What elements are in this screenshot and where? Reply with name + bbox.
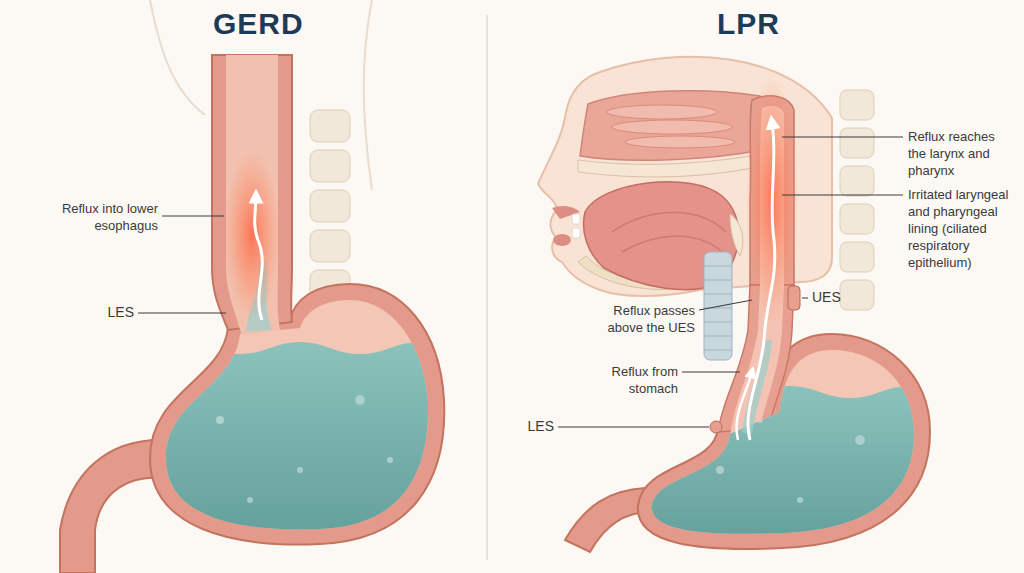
leader-line — [699, 300, 752, 310]
spine — [310, 110, 350, 302]
tooth — [572, 228, 580, 238]
leader-line — [162, 216, 224, 217]
leader-line — [682, 372, 740, 373]
bubble — [716, 466, 724, 474]
turbinate — [607, 105, 717, 119]
callout-label: LES — [104, 304, 134, 321]
tongue-line — [612, 213, 726, 233]
leader-line — [782, 195, 903, 196]
vertebra — [310, 230, 350, 262]
panel-title: GERD — [213, 6, 304, 42]
vertebra — [310, 150, 350, 182]
nasal-cavity — [580, 91, 762, 161]
reflux-arrow — [737, 372, 752, 440]
leader-line — [802, 298, 808, 299]
callout-label: Reflux passes above the UES — [585, 302, 695, 336]
callout-label: Reflux reaches the larynx and pharynx — [908, 128, 1016, 179]
trachea-ring — [704, 350, 732, 351]
bubble — [757, 417, 763, 423]
vertebra — [840, 242, 874, 272]
vertebra — [840, 204, 874, 234]
trachea-ring — [704, 294, 732, 295]
trachea-ring — [704, 336, 732, 337]
gastric-fluid — [150, 342, 450, 560]
vertebra — [840, 90, 874, 120]
epiglottis — [730, 214, 743, 256]
bubble — [297, 467, 303, 473]
bubble — [387, 457, 393, 463]
bubble — [797, 497, 803, 503]
vertebra — [310, 190, 350, 222]
hard-palate — [578, 156, 752, 177]
neck-outline — [150, 0, 205, 115]
vertebra — [840, 280, 874, 310]
trachea-ring — [704, 322, 732, 323]
tongue-line — [622, 236, 722, 252]
leader-lines — [138, 137, 903, 427]
panel-title: LPR — [717, 6, 780, 42]
reflux-arrow — [748, 122, 775, 440]
lower-lip — [553, 234, 571, 246]
neck-outline — [364, 0, 372, 190]
leader-line — [782, 137, 903, 138]
gerd-illustration — [60, 0, 450, 573]
vertebra — [840, 166, 874, 196]
callout-label: Reflux from stomach — [578, 363, 678, 397]
irritation-glow — [224, 150, 280, 320]
callout-label: LES — [522, 418, 554, 435]
les-sphincter — [710, 421, 722, 433]
stomach-fluid — [640, 386, 940, 560]
panel-divider — [486, 15, 488, 560]
vertebra — [310, 110, 350, 142]
stomach-fluid — [150, 342, 450, 560]
bubble — [216, 416, 224, 424]
trachea-ring — [704, 280, 732, 281]
trachea-ring — [704, 266, 732, 267]
callout-label: UES — [812, 289, 852, 306]
turbinate — [612, 120, 732, 134]
turbinate — [625, 136, 735, 148]
reflux-arrow — [255, 196, 263, 320]
bubble — [355, 395, 365, 405]
ues-sphincter — [788, 286, 800, 310]
gastric-fluid — [640, 386, 940, 560]
vertebra — [840, 128, 874, 158]
bubble — [855, 435, 865, 445]
spine — [840, 90, 874, 310]
lpr-illustration — [538, 57, 940, 560]
callout-label: Irritated laryngeal and pharyngeal linin… — [908, 186, 1016, 271]
leader-line — [138, 313, 226, 314]
callout-label: Reflux into lower esophagus — [38, 200, 158, 234]
duodenum — [565, 488, 650, 552]
bubble — [247, 497, 253, 503]
leader-line — [558, 427, 709, 428]
tooth — [572, 214, 580, 224]
